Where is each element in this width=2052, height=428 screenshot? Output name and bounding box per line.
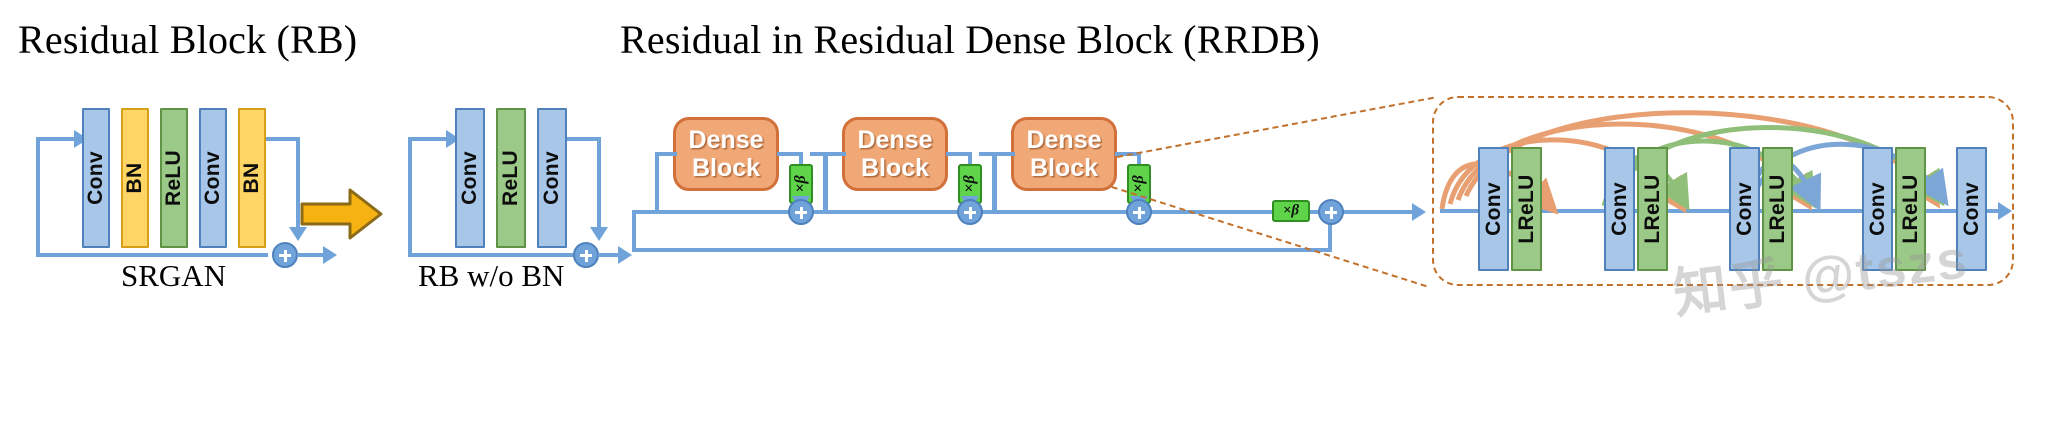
srgan-skip-riser	[36, 137, 40, 255]
scaler-beta-4: ×β	[1272, 200, 1310, 222]
rrdb-add-node-4	[1318, 199, 1344, 225]
dense-block-1-line2: Block	[691, 154, 761, 182]
rrdb-add-node-1	[788, 199, 814, 225]
srgan-skip-bottom-line	[36, 253, 268, 257]
srgan-output-line	[297, 253, 325, 257]
detail-trunk-arrowhead	[1998, 202, 2012, 220]
srgan-layer-bn-2: BN	[238, 108, 266, 248]
rbwobn-main-exit-line	[567, 137, 601, 141]
rbwobn-layer-conv-1: Conv	[455, 108, 485, 248]
srgan-layer-relu: ReLU	[160, 108, 188, 248]
callout-line-bottom	[1111, 186, 1427, 288]
detail-layer-conv-3: Conv	[1729, 147, 1760, 271]
page-title-residual-block: Residual Block (RB)	[18, 17, 358, 62]
rbwobn-layer-conv-2-label: Conv	[540, 151, 563, 205]
scaler-beta-3-label: ×β	[1130, 175, 1147, 193]
scaler-beta-4-label: ×β	[1282, 202, 1300, 219]
transform-arrow-icon	[300, 188, 383, 240]
rbwobn-output-line	[598, 253, 620, 257]
srgan-main-arrowhead	[289, 227, 307, 241]
srgan-layer-bn-2-label: BN	[240, 162, 263, 194]
dense-block-2-line2: Block	[860, 154, 930, 182]
rbwobn-skip-into-conv	[408, 137, 446, 141]
dense-block-2-line1: Dense	[857, 126, 933, 154]
db2-local-skip-in-riser	[824, 152, 828, 210]
srgan-output-arrowhead	[323, 246, 337, 264]
srgan-layer-conv-1-label: Conv	[84, 151, 107, 205]
db2-local-skip-out-top	[979, 152, 995, 156]
detail-layer-conv-5: Conv	[1956, 147, 1987, 271]
dense-block-1: Dense Block	[673, 117, 779, 191]
srgan-main-downleg	[296, 137, 300, 229]
rrdb-trunk-line	[632, 210, 1422, 214]
dense-block-3: Dense Block	[1011, 117, 1117, 191]
rbwobn-layer-conv-1-label: Conv	[458, 151, 481, 205]
rbwobn-layer-relu-label: ReLU	[499, 149, 522, 207]
rrdb-outer-skip-riser-left	[632, 210, 636, 252]
detail-layer-conv-2: Conv	[1604, 147, 1635, 271]
rrdb-add-node-2	[957, 199, 983, 225]
detail-layer-lrelu-4: LReLU	[1895, 147, 1926, 271]
caption-rb-wo-bn: RB w/o BN	[418, 258, 565, 293]
rbwobn-layer-relu: ReLU	[496, 108, 526, 248]
rrdb-outer-skip-riser-right	[1328, 212, 1332, 250]
dense-block-1-line1: Dense	[688, 126, 764, 154]
detail-layer-lrelu-2: LReLU	[1637, 147, 1668, 271]
page-title-rrdb: Residual in Residual Dense Block (RRDB)	[620, 17, 1320, 62]
db2-local-skip-in-top	[824, 152, 846, 156]
srgan-layer-bn-1-label: BN	[123, 162, 146, 194]
db2-out-line	[946, 152, 972, 156]
srgan-add-node	[272, 242, 298, 268]
db1-local-skip-in-top	[655, 152, 677, 156]
rbwobn-main-downleg	[597, 137, 601, 229]
scaler-beta-1-label: ×β	[792, 175, 809, 193]
dense-block-2: Dense Block	[842, 117, 948, 191]
dense-block-3-line1: Dense	[1026, 126, 1102, 154]
rbwobn-main-arrowhead	[590, 227, 608, 241]
db1-local-skip-out-top	[810, 152, 826, 156]
detail-layer-conv-2-label: Conv	[1607, 182, 1631, 236]
db3-out-downleg	[1137, 152, 1141, 166]
detail-layer-lrelu-2-label: LReLU	[1640, 174, 1664, 244]
dense-block-3-line2: Block	[1029, 154, 1099, 182]
detail-layer-conv-1-label: Conv	[1481, 182, 1505, 236]
callout-line-top	[1117, 96, 1434, 158]
srgan-skip-into-conv	[36, 137, 74, 141]
detail-layer-lrelu-3: LReLU	[1762, 147, 1793, 271]
detail-layer-conv-4: Conv	[1862, 147, 1893, 271]
db3-out-line	[1115, 152, 1141, 156]
rrdb-outer-skip-bottom	[632, 248, 1332, 252]
srgan-layer-bn-1: BN	[121, 108, 149, 248]
rrdb-add-node-3	[1126, 199, 1152, 225]
rbwobn-layer-conv-2: Conv	[537, 108, 567, 248]
srgan-layer-relu-label: ReLU	[162, 149, 185, 207]
db3-local-skip-in-top	[993, 152, 1015, 156]
detail-layer-lrelu-3-label: LReLU	[1765, 174, 1789, 244]
rbwobn-skip-riser	[408, 137, 412, 255]
rrdb-output-line	[1344, 210, 1414, 214]
db1-out-line	[777, 152, 803, 156]
detail-layer-conv-3-label: Conv	[1732, 182, 1756, 236]
db3-local-skip-in-riser	[993, 152, 997, 210]
dense-block-detail-panel	[1432, 96, 2014, 286]
scaler-beta-2-label: ×β	[961, 175, 978, 193]
rbwobn-add-node	[573, 242, 599, 268]
db2-out-downleg	[968, 152, 972, 166]
srgan-layer-conv-2-label: Conv	[201, 151, 224, 205]
db1-out-downleg	[799, 152, 803, 166]
rbwobn-output-arrowhead	[618, 246, 632, 264]
srgan-layer-conv-1: Conv	[82, 108, 110, 248]
srgan-main-exit-line	[266, 137, 300, 141]
srgan-layer-conv-2: Conv	[199, 108, 227, 248]
rrdb-output-arrowhead	[1412, 203, 1426, 221]
rbwobn-skip-bottom-line	[408, 253, 592, 257]
detail-trunk-line	[1440, 209, 2000, 213]
detail-layer-lrelu-1-label: LReLU	[1514, 174, 1538, 244]
detail-layer-conv-1: Conv	[1478, 147, 1509, 271]
detail-layer-lrelu-1: LReLU	[1511, 147, 1542, 271]
db1-local-skip-in-riser	[655, 152, 659, 210]
caption-srgan: SRGAN	[121, 258, 227, 293]
